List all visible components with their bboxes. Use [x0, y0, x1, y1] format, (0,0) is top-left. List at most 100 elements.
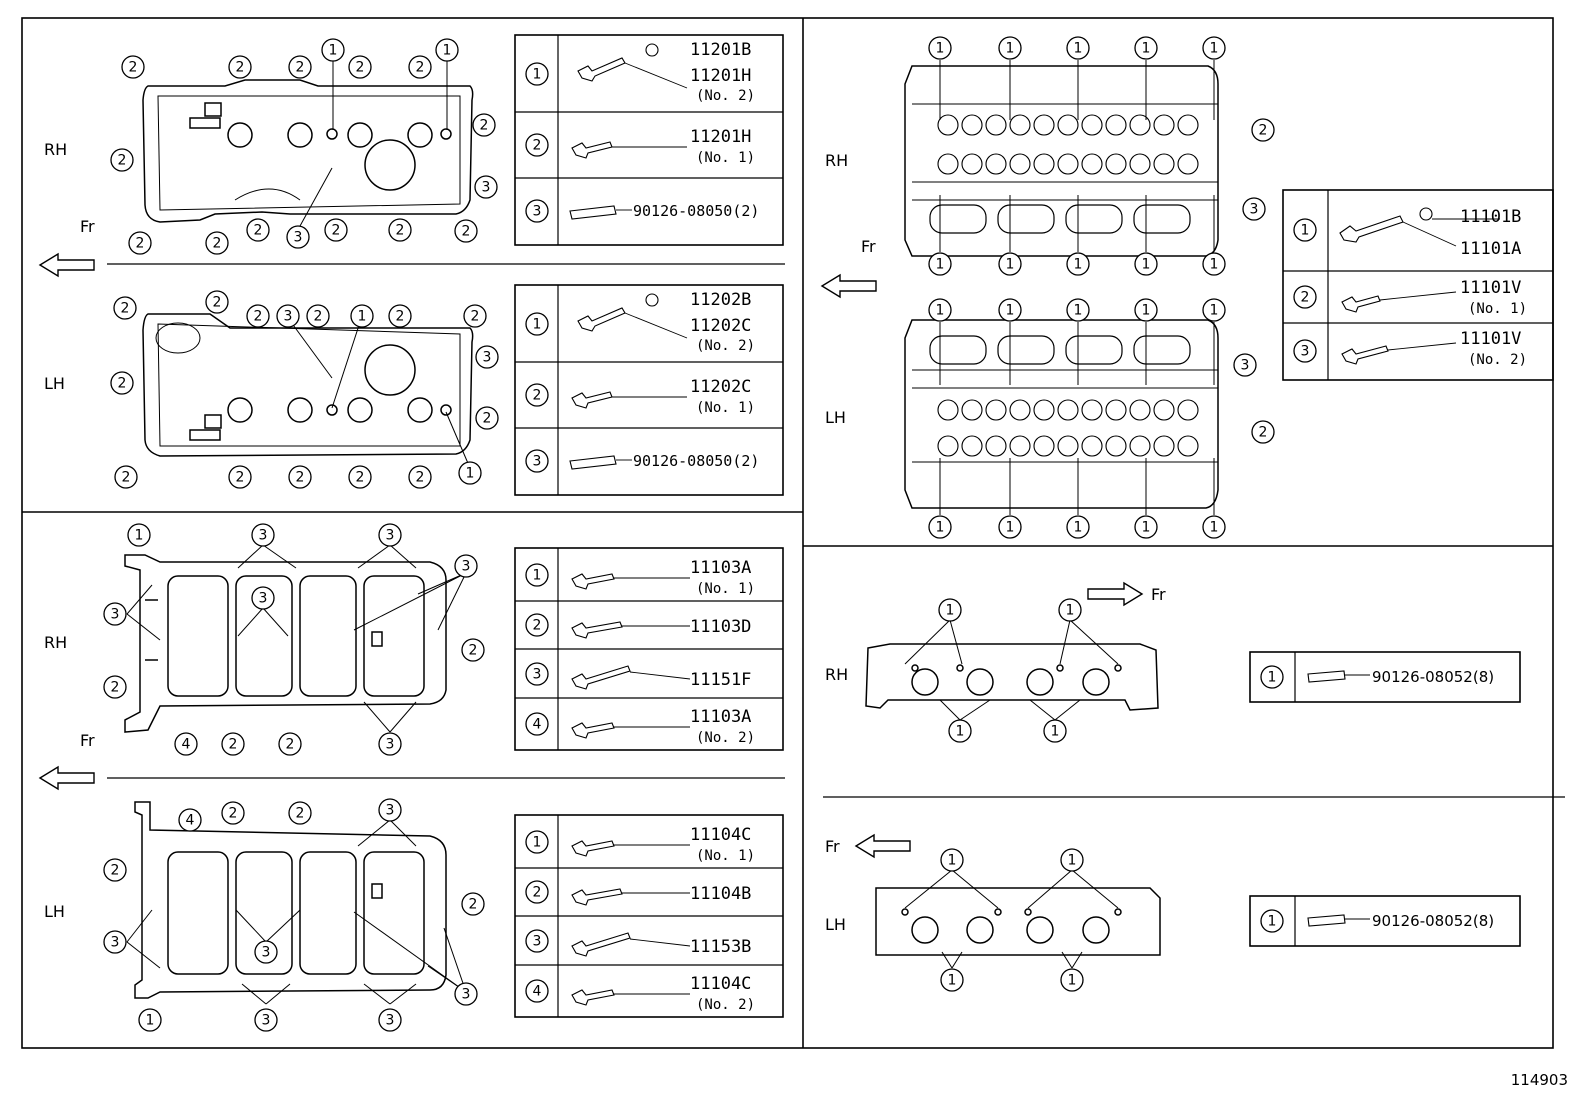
callout-circle [408, 465, 432, 489]
callout-three: 3 [475, 345, 499, 369]
callout-three: 3 [378, 798, 402, 822]
callout-circle [454, 554, 478, 578]
callout-three: 3 [103, 930, 127, 954]
callout-number: 2 [236, 470, 245, 486]
callout-circle [408, 55, 432, 79]
callout-number: 1 [1074, 303, 1083, 319]
callout-number: 4 [533, 984, 542, 1000]
part-subtitle: (No. 1) [1468, 301, 1527, 317]
bolt-flanged-icon [571, 722, 615, 739]
front-arrows: Fr Fr Fr Fr Fr [38, 217, 1166, 859]
label-rh-cover: RH [44, 140, 67, 159]
callout-number: 1 [1074, 41, 1083, 57]
callout-number: 2 [469, 643, 478, 659]
callout-two: 2 [205, 231, 229, 255]
callout-one: 1 [928, 36, 952, 60]
callout-circle [288, 55, 312, 79]
callout-number: 1 [1268, 914, 1277, 930]
callout-one: 1 [940, 968, 964, 992]
part-number: 11104C [690, 825, 751, 845]
bolt-flanged-icon [571, 665, 631, 690]
callout-circle [113, 296, 137, 320]
callout-circle [525, 979, 549, 1003]
callout-circle [940, 968, 964, 992]
callout-circle [1043, 719, 1067, 743]
callout-circle [525, 449, 549, 473]
callout-two: 2 [288, 55, 312, 79]
callout-one: 1 [1134, 515, 1158, 539]
label-lh-lower: LH [44, 902, 65, 921]
bolt-flanged-icon [571, 141, 613, 159]
callout-number: 1 [1210, 303, 1219, 319]
callout-number: 3 [533, 454, 542, 470]
callout-number: 3 [386, 803, 395, 819]
part-number: 11104B [690, 884, 751, 904]
callout-number: 1 [946, 603, 955, 619]
callout-number: 2 [229, 737, 238, 753]
callout-circle [1134, 252, 1158, 276]
callout-one: 1 [1202, 515, 1226, 539]
part-number: 11101V [1460, 329, 1521, 349]
callout-circle [128, 231, 152, 255]
callout-number: 2 [129, 60, 138, 76]
callout-two: 2 [472, 113, 496, 137]
callout-circle [525, 613, 549, 637]
callout-number: 1 [1210, 41, 1219, 57]
part-subtitle: (No. 2) [696, 338, 755, 354]
callout-circle [348, 55, 372, 79]
callout-three: 3 [251, 523, 275, 547]
callout-number: 1 [1006, 303, 1015, 319]
callout-number: 3 [533, 204, 542, 220]
callout-four: 4 [178, 808, 202, 832]
callout-number: 2 [111, 680, 120, 696]
callout-number: 1 [1268, 670, 1277, 686]
callout-one: 1 [1066, 36, 1090, 60]
callout-number: 1 [1074, 257, 1083, 273]
front-arrow-icon [38, 765, 95, 791]
callout-circle [998, 36, 1022, 60]
callout-one: 1 [1134, 298, 1158, 322]
callout-number: 2 [1259, 425, 1268, 441]
callout-two: 2 [221, 732, 245, 756]
callout-one: 1 [1260, 909, 1284, 933]
callout-circle [251, 523, 275, 547]
callout-circle [388, 218, 412, 242]
washer-icon [645, 293, 659, 307]
callout-circle [1260, 909, 1284, 933]
part-number: 11202C [690, 316, 751, 336]
callout-circle [1202, 252, 1226, 276]
callout-circle [378, 732, 402, 756]
callout-two: 2 [454, 219, 478, 243]
callout-two: 2 [306, 304, 330, 328]
callout-number: 2 [296, 60, 305, 76]
callout-number: 2 [533, 885, 542, 901]
callout-two: 2 [121, 55, 145, 79]
callout-one: 1 [138, 1008, 162, 1032]
bolt-flanged-icon [571, 932, 631, 957]
bolt-flanged-icon [577, 307, 626, 332]
callout-circle [350, 304, 374, 328]
callout-number: 2 [480, 118, 489, 134]
callout-number: 1 [1210, 520, 1219, 536]
bolt-flanged-icon [571, 391, 613, 409]
callout-circle [454, 219, 478, 243]
callout-circle [525, 62, 549, 86]
callout-circle [1060, 968, 1084, 992]
callout-number: 2 [469, 897, 478, 913]
callout-circle [1202, 298, 1226, 322]
fr-label-1: Fr [80, 217, 95, 236]
callout-circle [254, 940, 278, 964]
part-number: 11201H [690, 66, 751, 86]
label-rh-exhaust: RH [825, 665, 848, 684]
part-number: 11201B [690, 40, 751, 60]
callout-three: 3 [378, 1008, 402, 1032]
washer-icon [1419, 207, 1433, 221]
stud-bolt-icon [1307, 914, 1346, 927]
callout-circle [278, 732, 302, 756]
callout-circle [474, 175, 498, 199]
callout-four: 4 [525, 712, 549, 736]
cover-rh-bolt-table: 11201B 11201H (No. 2) 11201H (No. 1) 901… [514, 34, 784, 246]
callout-number: 2 [1301, 290, 1310, 306]
callout-one: 1 [525, 563, 549, 587]
callout-three: 3 [254, 940, 278, 964]
